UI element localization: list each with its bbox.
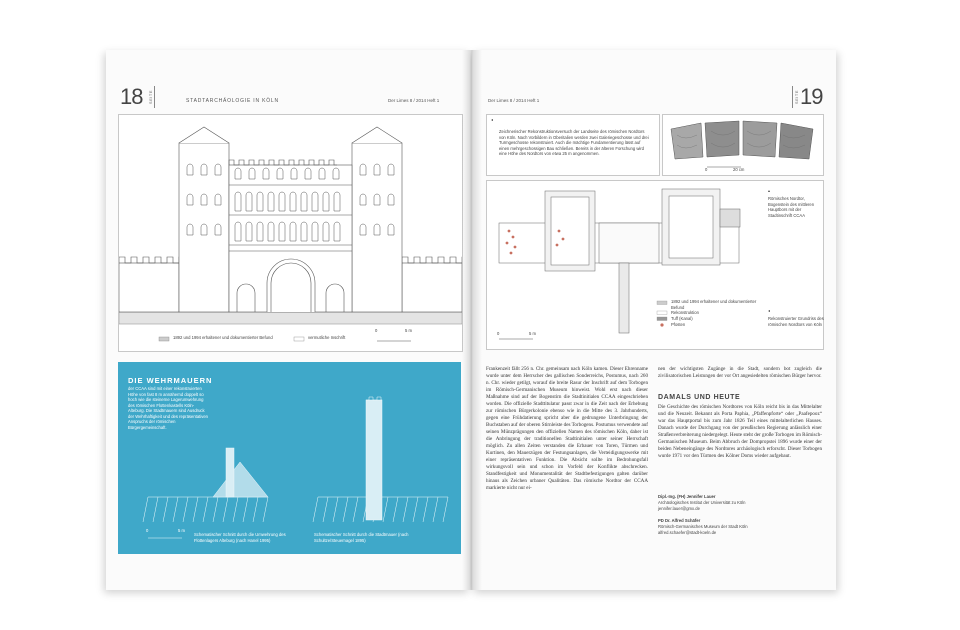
issue-label: Der Limes 8 / 2014 Heft 1 <box>488 98 540 103</box>
scale-start-label: 0 <box>375 328 378 333</box>
author-1-affiliation: Archäologisches Institut der Universität… <box>658 499 746 505</box>
issue-label: Der Limes 8 / 2014 Heft 1 <box>388 98 440 103</box>
body-text-column-1: Frankenzeit fällt 256 n. Chr. gemeinsam … <box>486 366 648 491</box>
arch-stone-drawing <box>670 120 814 168</box>
legend-inscription-label: vermutliche Inschrift <box>308 335 346 340</box>
gate-elevation-figure: 1892 und 1994 erhaltener und dokumentier… <box>118 114 469 352</box>
infobox-text: der CCAA sind mit einer rekonstruierten … <box>128 386 208 430</box>
author-block-2: PD Dr. Alfred Schäfer Römisch-Germanisch… <box>658 518 822 535</box>
page-number: 18 <box>120 84 144 109</box>
ground-plan-drawing <box>498 188 741 340</box>
section-title: STADTARCHÄOLOGIE IN KÖLN <box>186 98 279 104</box>
arrow-left-icon: ◂ <box>768 308 771 313</box>
plan-legend-found: 1892 und 1994 erhaltener und dokumentier… <box>671 299 757 310</box>
author-block-1: Dipl.-Ing. (FH) Jennifer Lauer Archäolog… <box>658 494 822 511</box>
arrow-up-icon: ▴ <box>768 188 771 193</box>
stone-scale-start: 0 <box>705 167 708 172</box>
seite-label: SEITE <box>794 90 799 105</box>
page-number-divider <box>154 86 155 108</box>
subheading-damals-und-heute: DAMALS UND HEUTE <box>658 394 741 401</box>
plan-legend-reconstruction: Rekonstruktion <box>671 310 699 315</box>
ground-plan-figure: 1892 und 1994 erhaltener und dokumentier… <box>486 180 824 350</box>
infobox-caption-left: Schematischer Schnitt durch die Umwehrun… <box>194 532 286 543</box>
reconstruction-caption-box: ◂ Zeichnerischer Rekonstruktionsversuch … <box>486 114 660 176</box>
magazine-spread: 18 SEITE STADTARCHÄOLOGIE IN KÖLN Der Li… <box>106 50 836 590</box>
author-2-email[interactable]: alfred.schaefer@stadt-koeln.de <box>658 529 717 535</box>
arch-stone-photo: 0 20 cm <box>662 114 824 176</box>
infobox-scale-end: 5 m <box>178 528 185 533</box>
page-number: 19 <box>800 84 824 109</box>
infobox-scale-start: 0 <box>146 528 149 533</box>
scale-end-label: 5 m <box>405 328 412 333</box>
plan-legend-posts: Pfosten <box>671 322 686 327</box>
arch-stone-caption: Römisches Nordtor, Bogenstein des mittle… <box>768 196 815 218</box>
plan-legend-tuff: Tuff (Kanal) <box>671 316 693 321</box>
infobox-caption-right: Schematischer Schnitt durch die Stadtmau… <box>314 532 409 543</box>
seite-label: SEITE <box>148 90 153 105</box>
plan-scale-end: 5 m <box>529 331 536 336</box>
infobox-title: DIE WEHRMAUERN <box>128 376 213 385</box>
plan-scale-start: 0 <box>497 331 500 336</box>
stone-scale-end: 20 cm <box>733 167 745 172</box>
wall-sections-drawing <box>142 396 449 539</box>
reconstruction-caption: Zeichnerischer Rekonstruktionsversuch de… <box>499 129 649 157</box>
wehrmauern-infobox: DIE WEHRMAUERN der CCAA sind mit einer r… <box>118 362 461 554</box>
author-1-email[interactable]: jennifer.lauer@gmx.de <box>658 505 700 511</box>
legend-found-label: 1892 und 1994 erhaltener und dokumentier… <box>173 335 273 340</box>
author-1-name: Dipl.-Ing. (FH) Jennifer Lauer <box>658 494 716 499</box>
left-page: 18 SEITE STADTARCHÄOLOGIE IN KÖLN Der Li… <box>106 50 470 590</box>
plan-caption: Rekonstruierter Grundriss des römischen … <box>768 316 824 327</box>
legend-swatch-found <box>158 336 170 342</box>
body-text-column-2-intro: nen der wichtigsten Zugänge in die Stadt… <box>658 366 822 379</box>
gate-elevation-drawing <box>118 126 469 342</box>
arrow-left-icon: ◂ <box>491 117 494 122</box>
author-2-name: PD Dr. Alfred Schäfer <box>658 518 701 523</box>
page-number-divider <box>792 86 793 108</box>
body-text-column-2: Die Geschichte des römischen Nordtores v… <box>658 404 822 459</box>
author-2-affiliation: Römisch-Germanisches Museum der Stadt Kö… <box>658 523 748 529</box>
legend-swatch-inscription <box>293 336 305 342</box>
right-page: Der Limes 8 / 2014 Heft 1 SEITE 19 ◂ Zei… <box>472 50 836 590</box>
